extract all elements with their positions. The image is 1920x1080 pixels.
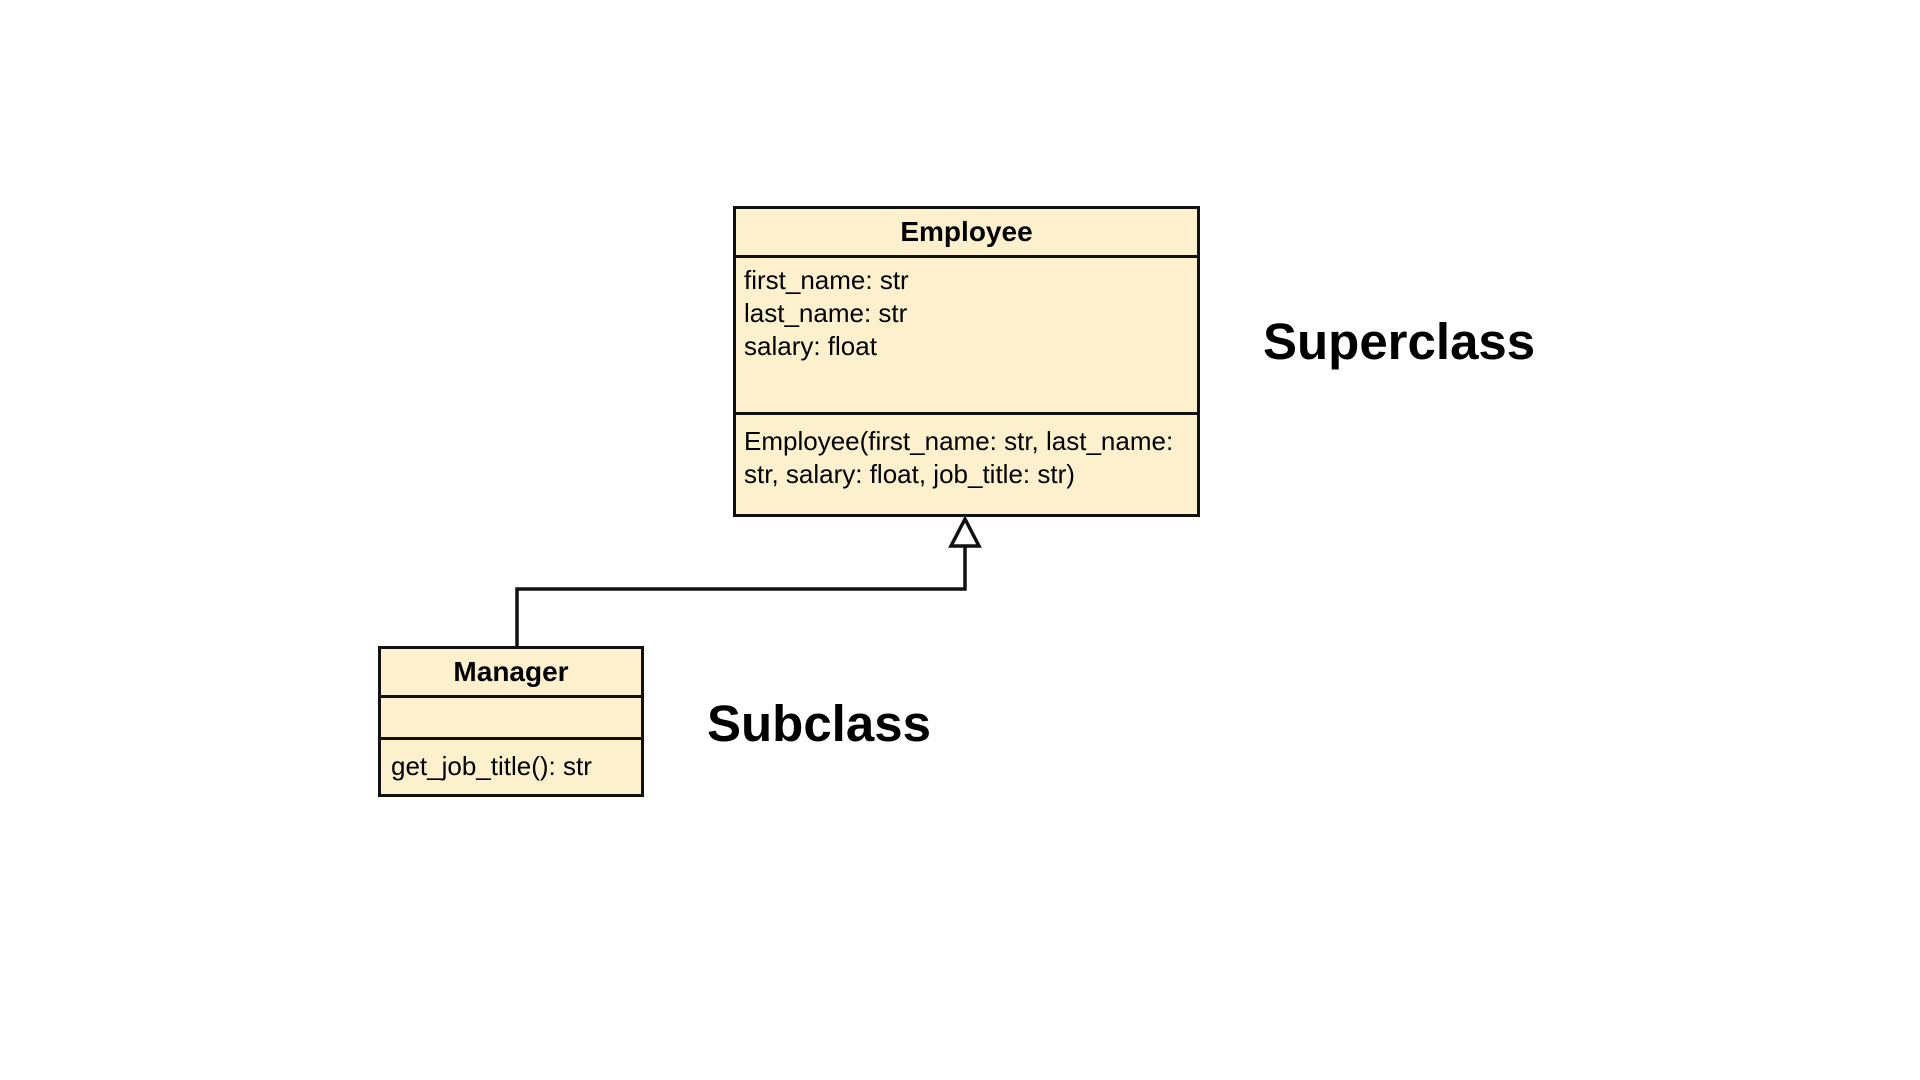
- attribute: salary: float: [744, 331, 877, 361]
- manager-class-box[interactable]: Manager get_job_title(): str: [378, 646, 644, 797]
- attribute: first_name: str: [744, 265, 909, 295]
- attribute: last_name: str: [744, 298, 908, 328]
- attributes-compartment: [381, 695, 641, 737]
- operation: get_job_title(): str: [391, 751, 592, 781]
- employee-class-box[interactable]: Employee first_name: str last_name: str …: [733, 206, 1200, 517]
- inheritance-line: [515, 546, 967, 646]
- inheritance-arrowhead: [948, 515, 982, 548]
- operations-compartment: get_job_title(): str: [381, 737, 641, 783]
- superclass-label: Superclass: [1263, 313, 1536, 370]
- operations-compartment: Employee(first_name: str, last_name: str…: [736, 412, 1197, 514]
- subclass-label: Subclass: [707, 695, 931, 752]
- class-name: Employee: [900, 216, 1033, 247]
- operation: Employee(first_name: str, last_name: str…: [744, 426, 1174, 489]
- attributes-compartment: first_name: str last_name: str salary: f…: [736, 255, 1197, 412]
- class-name: Manager: [453, 656, 569, 687]
